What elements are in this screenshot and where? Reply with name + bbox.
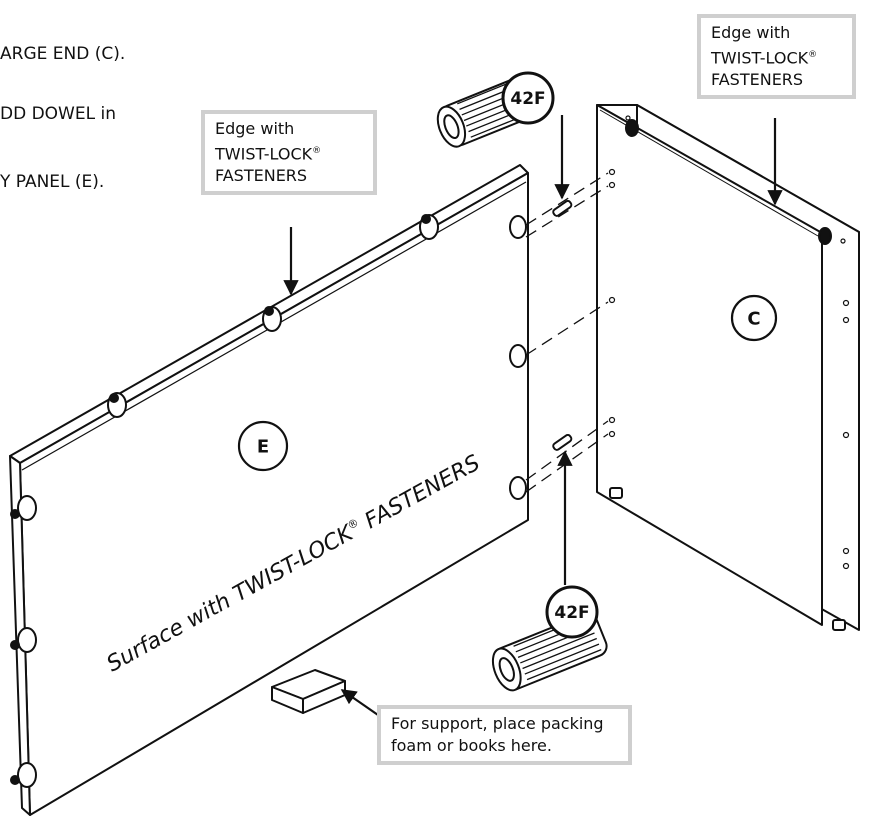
label-circle-42f-bottom (545, 585, 599, 639)
callout-support-line-2: foam or books here. (391, 736, 552, 755)
callout-support: For support, place packing foam or books… (377, 705, 632, 765)
instruction-line-3: Y PANEL (E). (0, 172, 105, 192)
callout-e-line-3: FASTENERS (215, 166, 308, 186)
callout-c-line-3: FASTENERS (711, 70, 804, 90)
callout-c-line-1: Edge with (711, 23, 791, 42)
panel-e (9, 164, 529, 816)
label-circle-42f-top (501, 71, 555, 125)
arrow-support (340, 689, 379, 716)
support-block (271, 669, 346, 714)
dowel-bottom-label: 42F (554, 603, 589, 623)
callout-e-line-2: TWIST-LOCK® (215, 144, 322, 164)
label-circle-c (730, 294, 778, 342)
instruction-line-1: ARGE END (C). (0, 44, 126, 64)
callout-support-line-1: For support, place packing (391, 714, 604, 733)
panel-c (596, 104, 860, 631)
dowel-small-bottom (552, 433, 573, 451)
label-circle-e (237, 420, 289, 472)
panel-c-label: C (747, 309, 760, 330)
dowel-small-top (552, 199, 573, 217)
dowel-top-label: 42F (510, 89, 545, 109)
callout-c-line-2: TWIST-LOCK® (711, 48, 818, 68)
callout-panel-e-edge: Edge with TWIST-LOCK® FASTENERS (201, 110, 377, 196)
instruction-line-2: DD DOWEL in (0, 104, 116, 124)
callout-panel-c-edge: Edge with TWIST-LOCK® FASTENERS (697, 14, 856, 100)
panel-e-label: E (257, 437, 269, 458)
callout-e-line-1: Edge with (215, 119, 295, 138)
